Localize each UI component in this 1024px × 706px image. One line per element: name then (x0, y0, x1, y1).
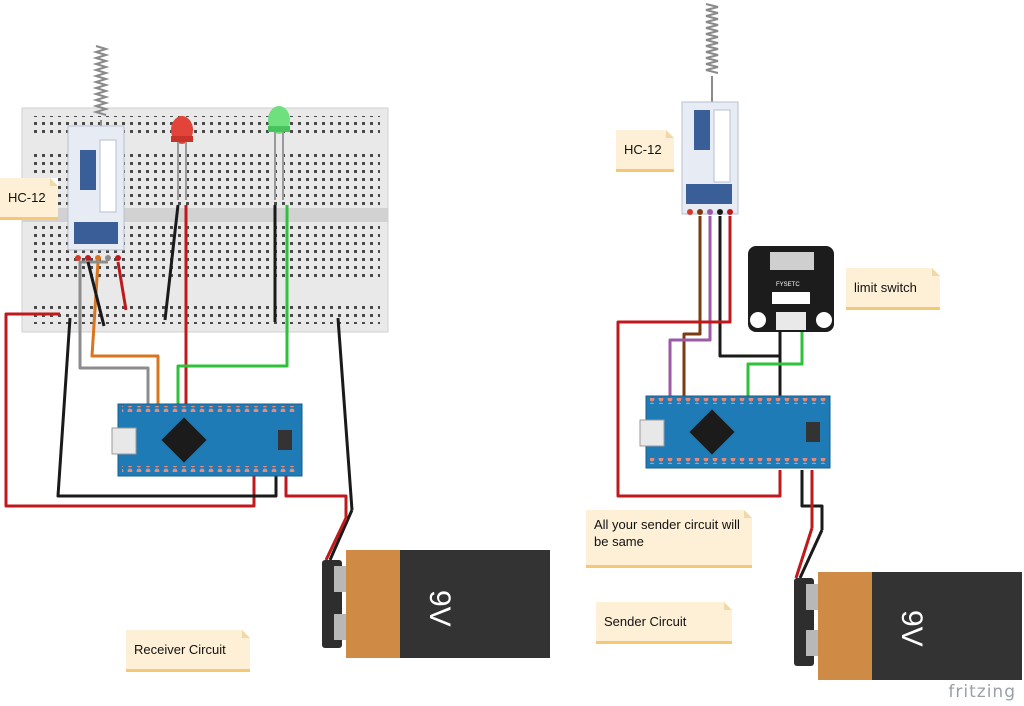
battery-9v-sender: 9V (794, 572, 1022, 680)
battery-label-sender: 9V (895, 610, 928, 647)
fritzing-watermark: fritzing (948, 682, 1016, 702)
green-led (268, 106, 290, 200)
label-receiver-circuit: Receiver Circuit (126, 630, 250, 672)
arduino-nano-sender (639, 395, 831, 469)
antenna-right (705, 3, 719, 104)
breadboard (21, 107, 389, 333)
battery-label-receiver: 9V (423, 590, 456, 627)
label-sender-circuit: Sender Circuit (596, 602, 732, 644)
battery-9v-receiver: 9V (322, 550, 550, 658)
receiver-wires (4, 204, 354, 561)
hc12-module-right (681, 101, 739, 215)
red-led (171, 116, 193, 200)
limit-switch: FYSETC (748, 246, 834, 332)
sender-wires (616, 216, 824, 579)
arduino-nano-receiver (111, 403, 303, 477)
label-hc12-left: HC-12 (0, 178, 58, 220)
hc12-module-left (67, 125, 125, 261)
label-sender-note: All your sender circuit will be same (586, 510, 752, 568)
label-limit-switch: limit switch (846, 268, 940, 310)
switch-brand: FYSETC (776, 282, 800, 288)
label-hc12-right: HC-12 (616, 130, 674, 172)
